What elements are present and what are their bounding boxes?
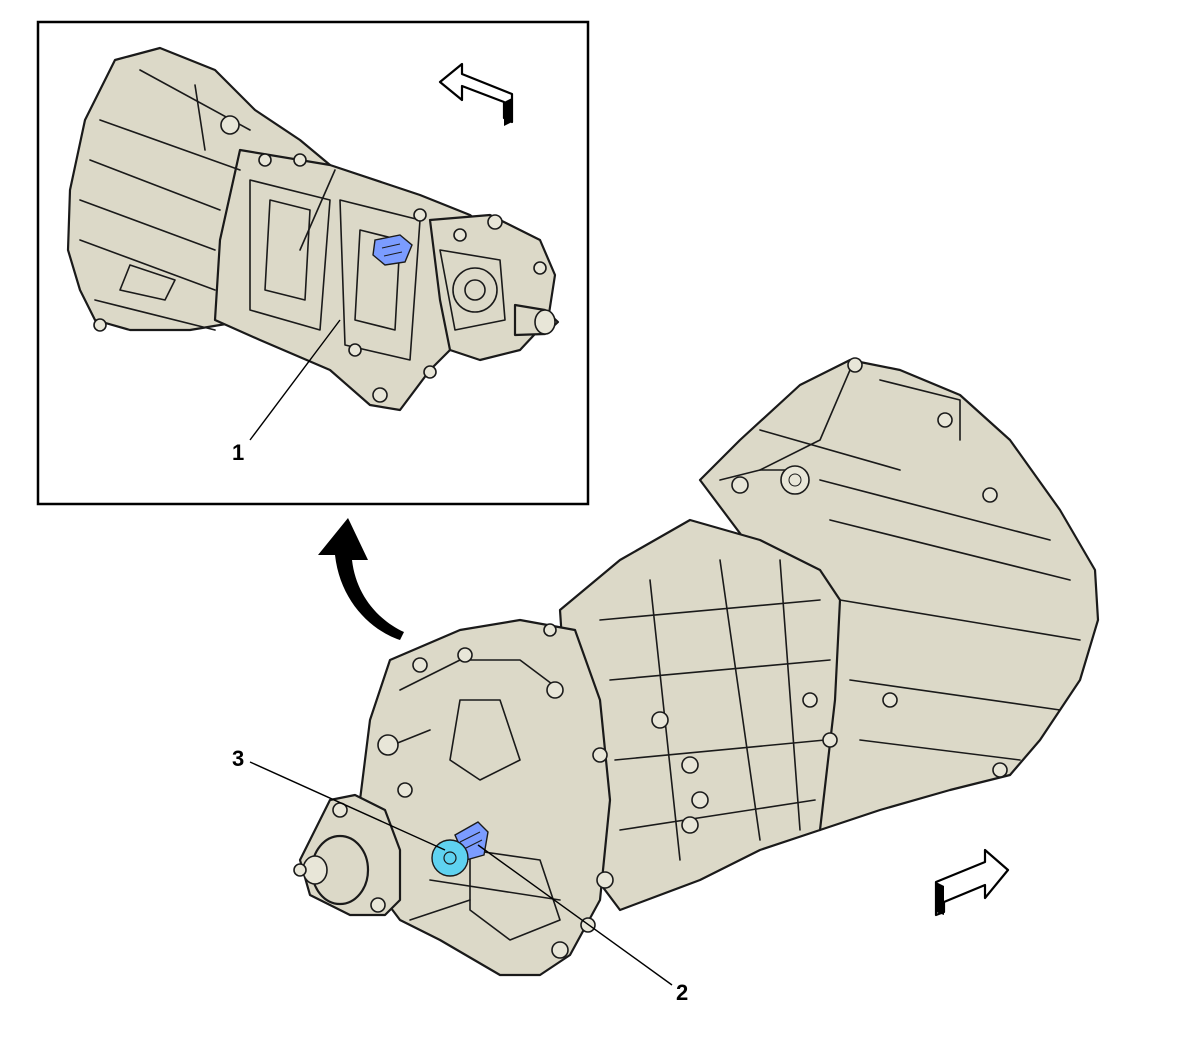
front-direction-arrow-icon (934, 848, 1010, 917)
sensor-connector (431, 839, 469, 877)
front-direction-arrow-icon (438, 62, 514, 126)
callout-1-leader (249, 319, 341, 441)
callout-3-leader (249, 761, 446, 851)
inset-view: 1 (36, 20, 590, 506)
rotate-view-arrow-icon (318, 518, 404, 640)
callout-2-label: 2 (676, 980, 688, 1005)
callout-2-leader (477, 844, 673, 986)
callout-1-label: 1 (232, 440, 244, 465)
main-transmission (293, 357, 1100, 977)
inset-sensor (372, 234, 413, 266)
callout-3-label: 3 (232, 746, 244, 771)
inset-transmission (66, 46, 560, 412)
